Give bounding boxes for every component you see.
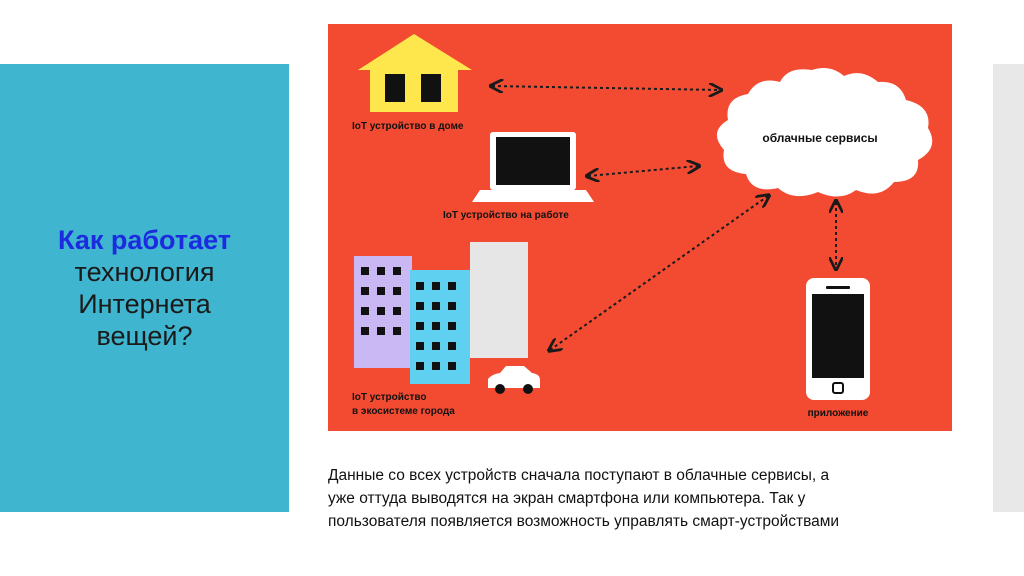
caption-line: уже оттуда выводятся на экран смартфона … (328, 490, 806, 507)
work-label: IoT устройство на работе (443, 209, 569, 221)
city-label-line2: в экосистеме города (352, 406, 455, 417)
caption-line: пользователя появляется возможность упра… (328, 513, 840, 530)
caption-line: Данные со всех устройств сначала поступа… (328, 467, 830, 484)
app-label: приложение (808, 408, 869, 419)
arrow-work-cloud (588, 166, 698, 176)
house-icon (358, 34, 472, 112)
cloud-icon (716, 68, 933, 197)
caption: Данные со всех устройств сначала поступа… (328, 464, 978, 533)
cloud-label: облачные сервисы (762, 131, 877, 145)
arrow-home-cloud (492, 86, 720, 90)
side-strip (993, 64, 1024, 512)
title-panel: Как работает технология Интернета вещей? (0, 64, 289, 512)
slide-title-accent: Как работает (58, 225, 231, 255)
slide-title: технология Интернета вещей? (74, 257, 215, 351)
laptop-icon (472, 132, 594, 202)
home-label: IoT устройство в доме (352, 121, 464, 132)
iot-diagram: IoT устройство в доме IoT устройство на … (328, 24, 952, 431)
city-buildings-icon (354, 242, 528, 384)
smartphone-icon (806, 278, 870, 400)
car-icon (488, 366, 540, 394)
arrow-city-cloud (550, 196, 768, 350)
city-label-line1: IoT устройство (352, 392, 427, 403)
